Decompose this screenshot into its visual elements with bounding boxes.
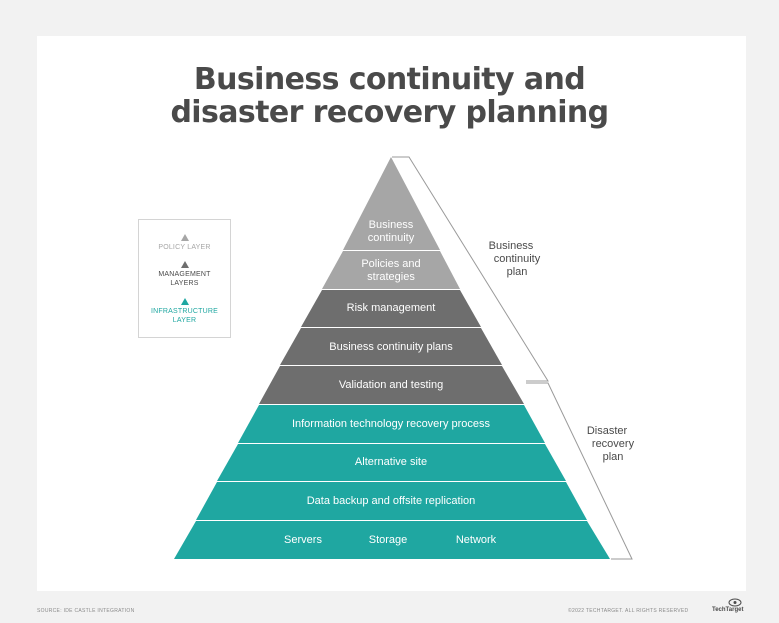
label-policies-strategies: Policies and strategies	[341, 258, 441, 284]
legend-management: MANAGEMENT LAYERS	[139, 261, 230, 288]
legend-policy-text: POLICY LAYER	[158, 244, 211, 251]
layer-data-backup	[196, 482, 587, 520]
copyright-note: ©2022 TECHTARGET. ALL RIGHTS RESERVED	[568, 608, 689, 614]
bc-plan-label: Business continuity plan	[476, 240, 546, 279]
bc-plan-label-line2: continuity	[493, 253, 541, 265]
legend-infrastructure-line1: INFRASTRUCTURE	[151, 308, 218, 315]
bc-plan-label-line1: Business	[488, 240, 534, 252]
label-policies-line2: strategies	[367, 271, 415, 283]
layer-business-continuity-plans	[280, 328, 502, 365]
label-servers: Servers	[284, 534, 322, 546]
label-network: Network	[455, 534, 497, 546]
label-it-recovery: Information technology recovery process	[291, 418, 491, 430]
label-business-continuity: Business continuity	[351, 219, 431, 245]
legend-management-line1: MANAGEMENT	[158, 271, 211, 278]
source-note: SOURCE: IDE CASTLE INTEGRATION	[37, 608, 135, 614]
legend-infrastructure-line2: LAYER	[172, 317, 197, 324]
layer-alternative-site	[217, 444, 566, 481]
dr-plan-label-line1: Disaster	[586, 425, 628, 437]
layer-business-continuity	[343, 157, 440, 250]
title-line-2: disaster recovery planning	[170, 95, 609, 130]
dr-plan-label-line2: recovery	[591, 438, 635, 450]
label-data-backup: Data backup and offsite replication	[306, 495, 476, 507]
label-storage: Storage	[368, 534, 408, 546]
label-risk-management: Risk management	[346, 302, 436, 314]
layer-risk-management	[301, 290, 481, 327]
legend-management-line2: LAYERS	[170, 280, 199, 287]
techtarget-logo-icon	[728, 598, 742, 607]
legend-policy: POLICY LAYER	[139, 234, 230, 252]
legend-infrastructure: INFRASTRUCTURE LAYER	[139, 298, 230, 325]
bc-plan-bracket	[392, 156, 549, 382]
title-line-1: Business continuity and	[193, 62, 586, 97]
layer-it-recovery	[238, 405, 545, 443]
dr-plan-label: Disaster recovery plan	[572, 425, 642, 464]
management-triangle-icon	[180, 261, 189, 268]
infrastructure-triangle-icon	[180, 298, 189, 305]
label-business-continuity-plans: Business continuity plans	[329, 341, 453, 353]
label-policies-line1: Policies and	[361, 258, 421, 270]
layer-hardware	[174, 521, 610, 559]
label-business-continuity-line2: continuity	[367, 232, 415, 244]
label-business-continuity-line1: Business	[368, 219, 414, 231]
bc-plan-label-line3: plan	[506, 266, 528, 278]
dr-plan-bracket	[526, 382, 633, 560]
layer-policies-strategies	[322, 251, 460, 289]
page-title: Business continuity and disaster recover…	[0, 63, 779, 129]
legend: POLICY LAYER MANAGEMENT LAYERS INFRASTRU…	[138, 219, 231, 338]
label-alternative-site: Alternative site	[354, 456, 428, 468]
brand-logo: TechTarget	[712, 607, 744, 613]
layer-validation-testing	[259, 366, 524, 404]
policy-triangle-icon	[180, 234, 189, 241]
dr-plan-label-line3: plan	[602, 451, 624, 463]
label-validation-testing: Validation and testing	[338, 379, 444, 391]
